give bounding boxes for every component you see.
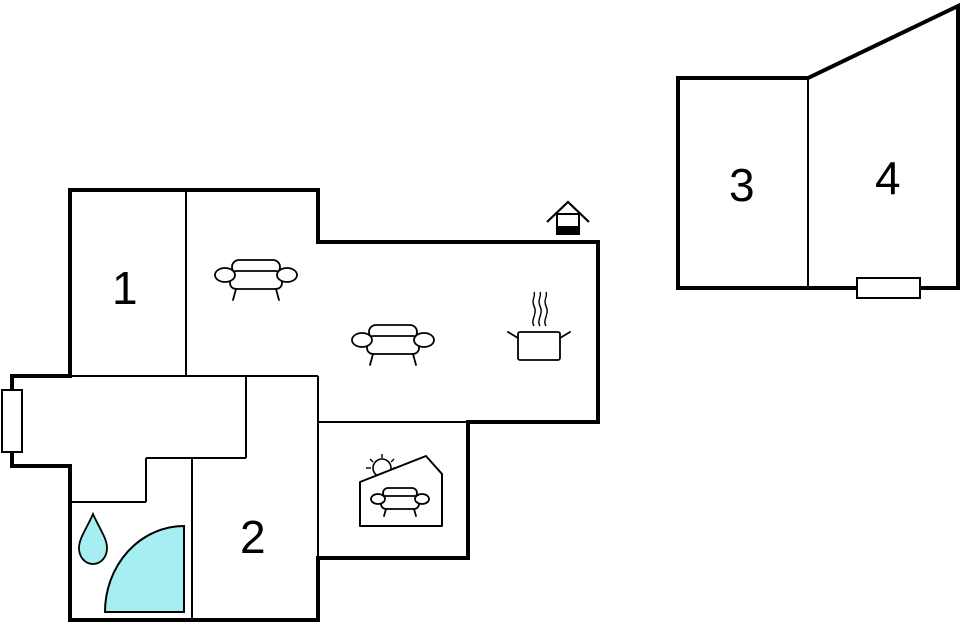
annex-building-outline [676, 2, 960, 290]
room-label-2: 2 [240, 511, 266, 563]
window-icon [1, 389, 23, 453]
room-label-3: 3 [729, 159, 755, 211]
room-label-1: 1 [112, 262, 138, 314]
shower-icon [103, 524, 185, 613]
house-entrance-icon [546, 200, 590, 235]
water-drop-icon [78, 511, 108, 565]
interior-walls [70, 190, 468, 620]
sofa-icon [214, 259, 298, 301]
annex-building: 3 4 [676, 2, 960, 299]
main-building: 1 2 [1, 188, 600, 622]
cooking-pot-icon [507, 291, 571, 361]
window-icon [856, 277, 921, 299]
sunroom-sofa-icon [359, 454, 443, 527]
sofa-icon [351, 324, 435, 366]
room-label-4: 4 [875, 152, 901, 204]
